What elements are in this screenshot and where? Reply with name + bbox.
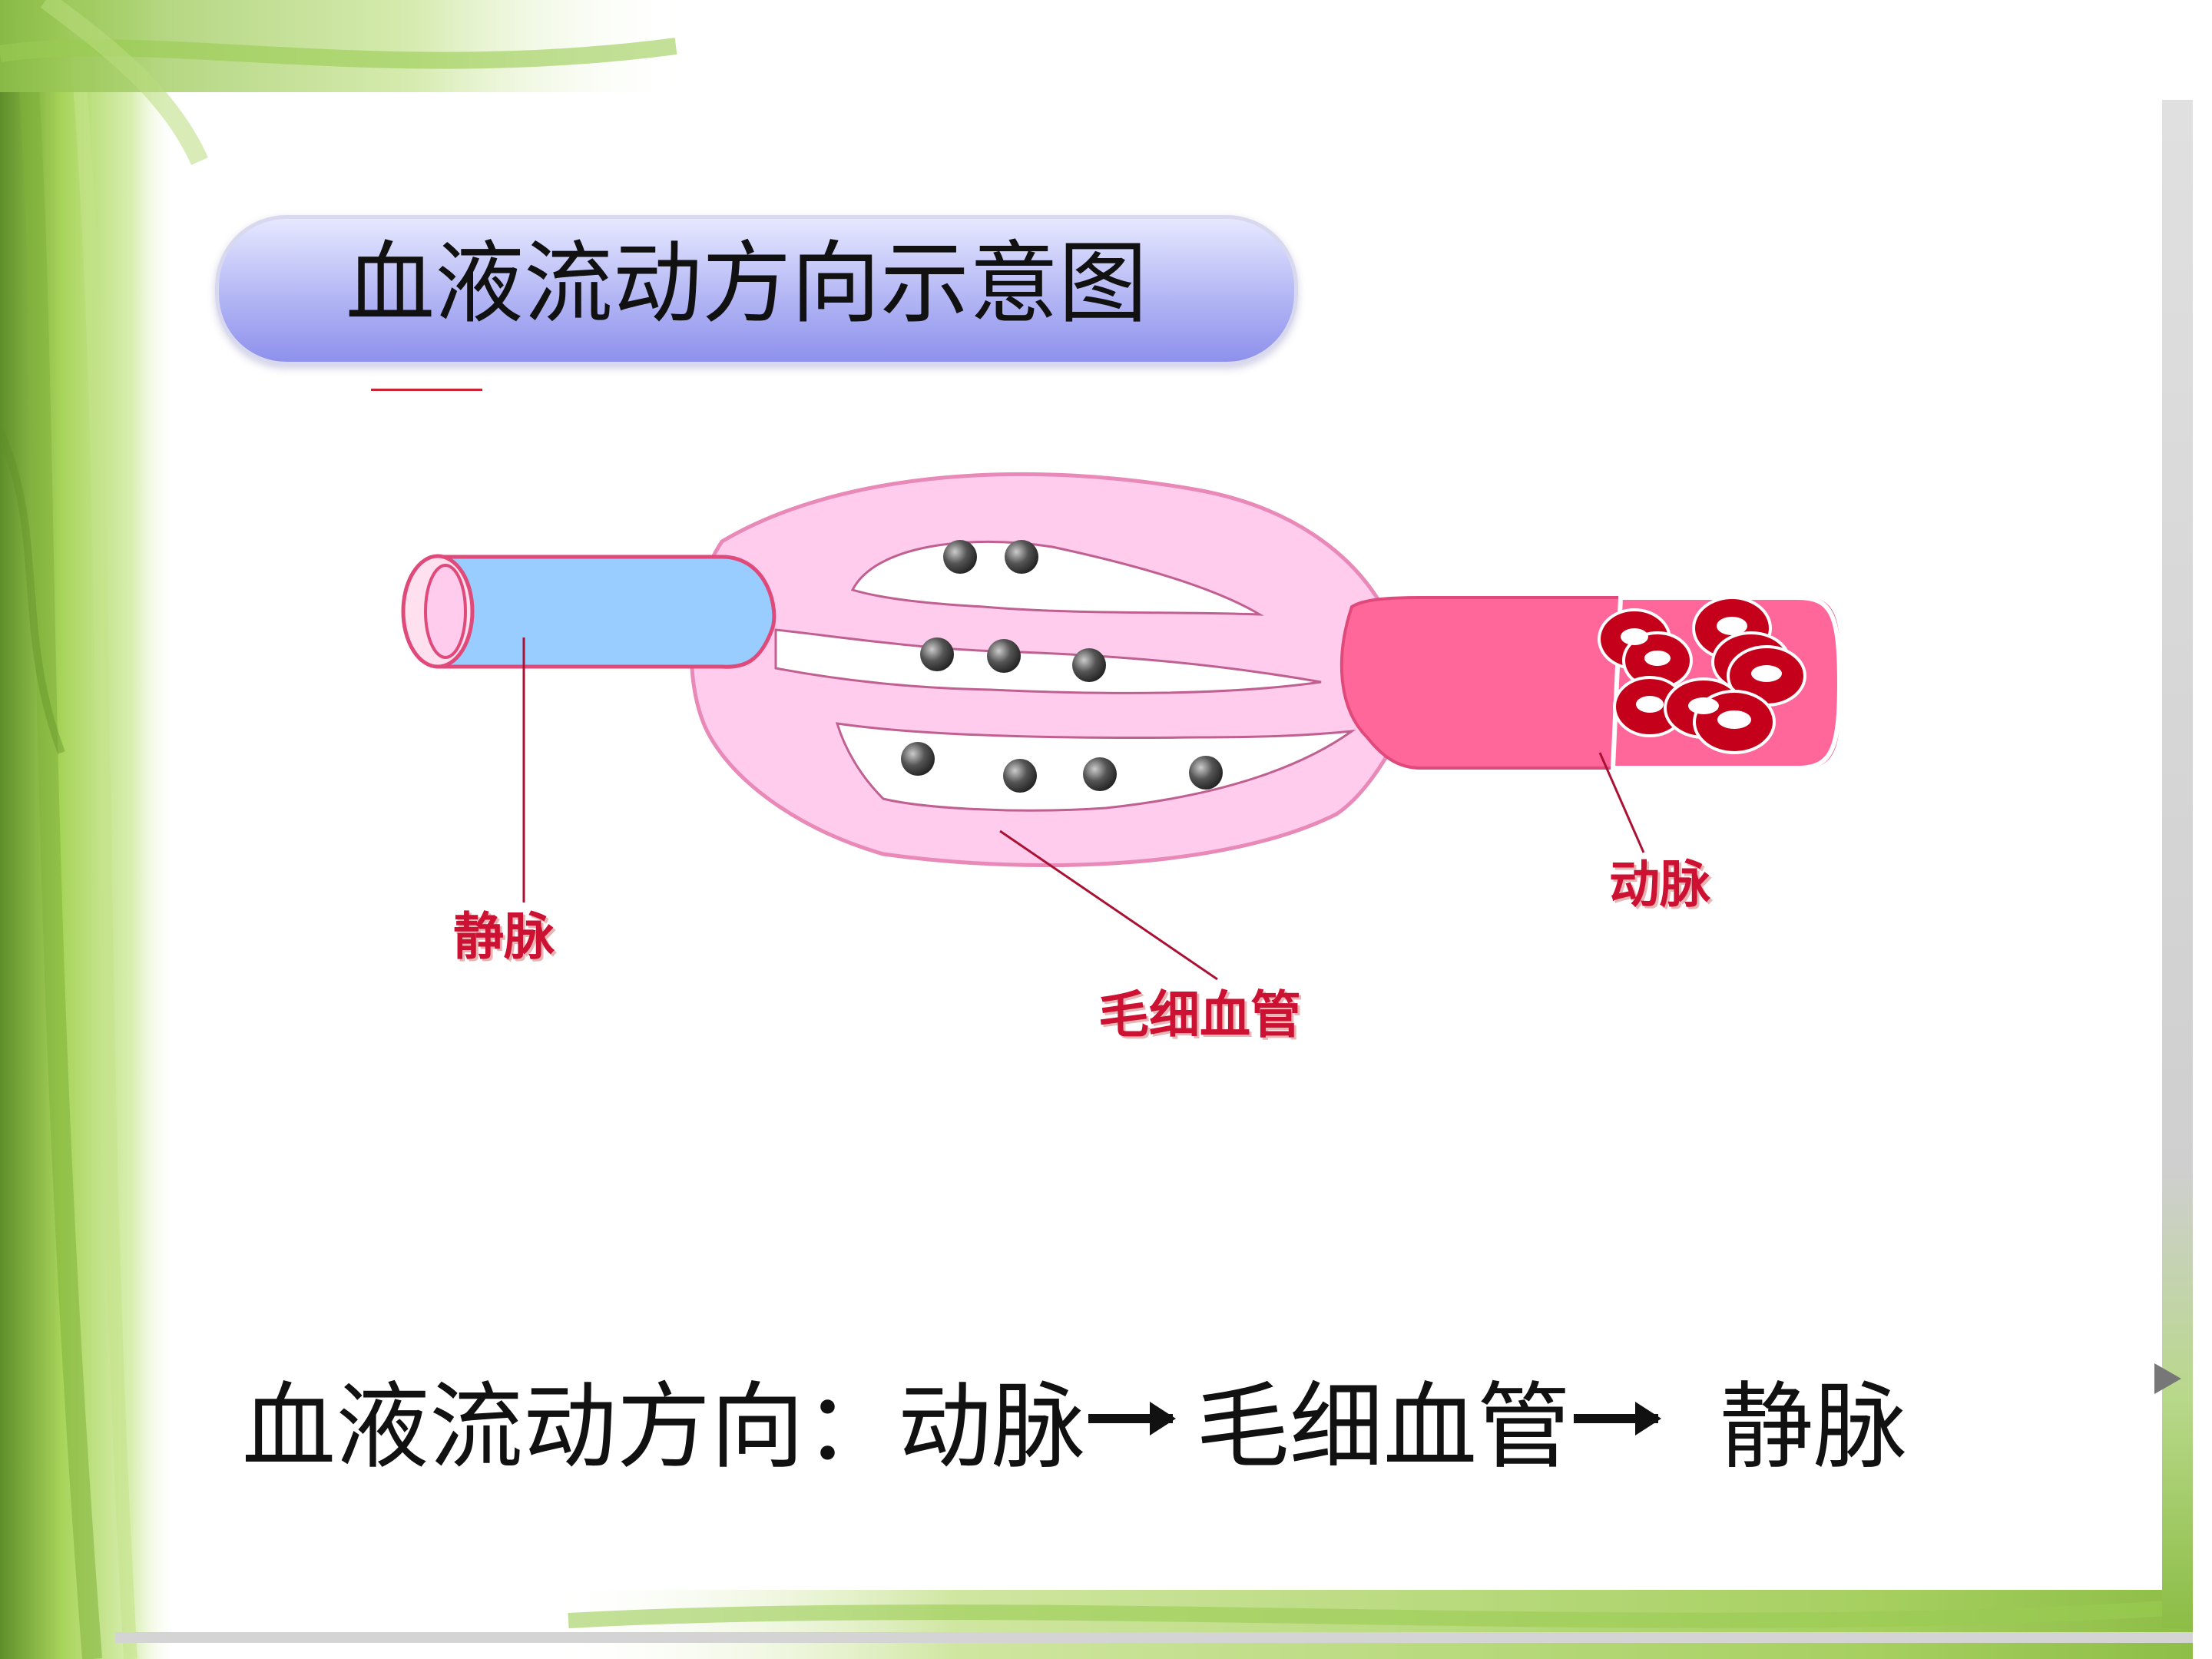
arrow-right-icon xyxy=(1088,1402,1176,1435)
leader-line-artery xyxy=(1598,752,1645,853)
leader-line-capillary xyxy=(999,830,1218,981)
flow-prefix: 血液流动方向： xyxy=(242,1372,898,1482)
white-blood-cells xyxy=(901,540,1223,793)
green-frame-left xyxy=(0,0,177,1659)
green-frame-bottom xyxy=(538,1590,2212,1659)
green-frame-top xyxy=(0,0,691,165)
label-artery: 动脉 xyxy=(1609,855,1710,914)
slide-title: 血液流动方向示意图 xyxy=(346,232,1147,336)
arrow-right-icon xyxy=(1574,1402,1661,1435)
flow-direction-row: 血液流动方向： 动脉 毛细血管 静脉 xyxy=(242,1361,1907,1482)
page-edge-right xyxy=(2154,100,2212,1659)
flow-step-vein: 静脉 xyxy=(1720,1372,1907,1482)
flow-step-artery: 动脉 xyxy=(898,1372,1085,1482)
vein-vessel xyxy=(401,554,777,669)
artery-vessel xyxy=(1339,595,1843,770)
label-vein: 静脉 xyxy=(453,907,555,966)
page-edge-bottom xyxy=(115,1632,2193,1643)
label-capillary: 毛细血管 xyxy=(1098,985,1301,1045)
title-banner xyxy=(215,215,1298,366)
leader-lines xyxy=(522,637,1645,981)
title-underline xyxy=(371,389,482,391)
capillary-network xyxy=(689,472,1408,867)
flow-step-capillary: 毛细血管 xyxy=(1196,1372,1571,1482)
red-blood-cells xyxy=(1598,596,1806,754)
